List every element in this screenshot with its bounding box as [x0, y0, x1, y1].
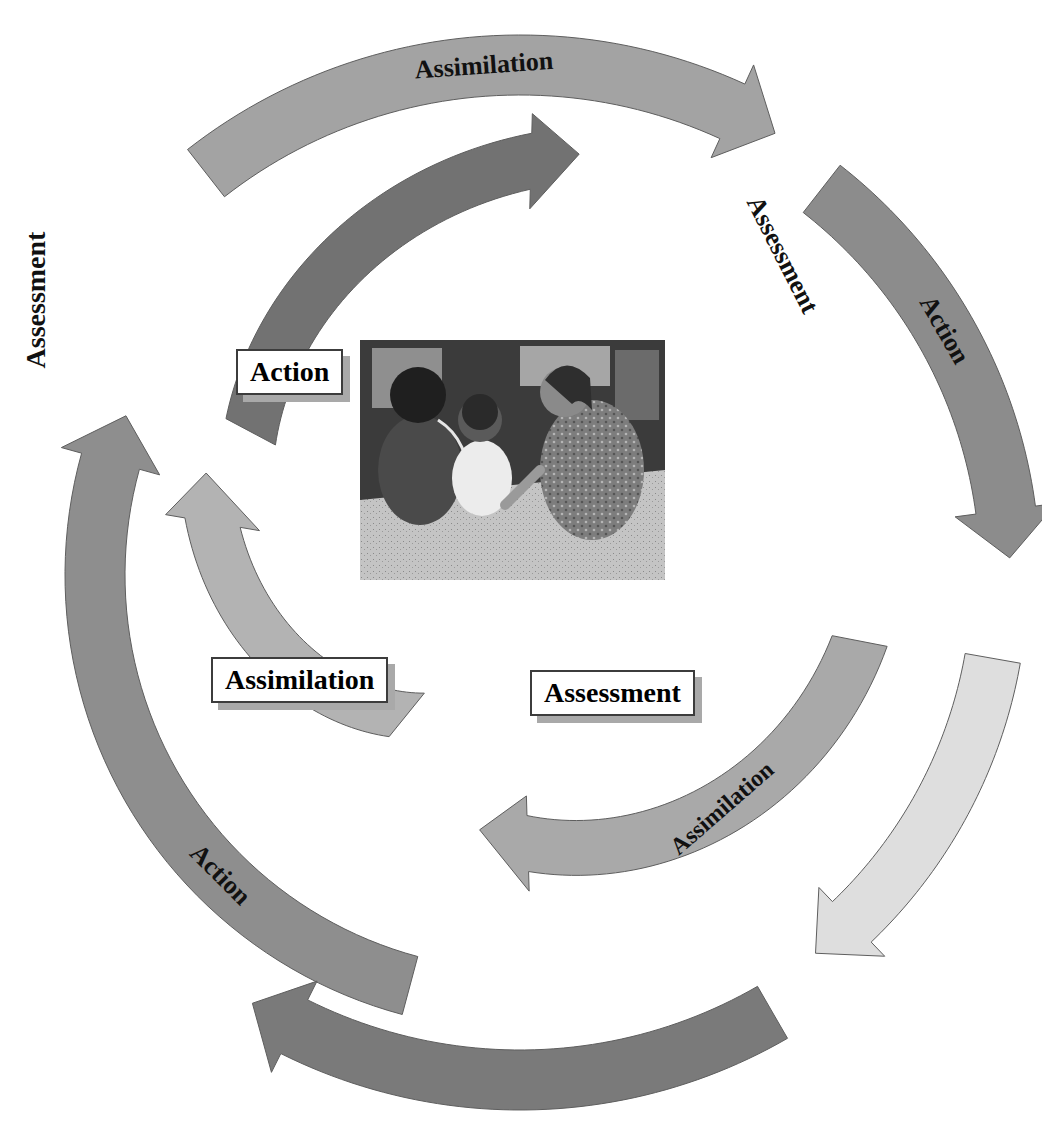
- label-box: Assessment: [530, 670, 695, 716]
- student-head: [390, 367, 446, 423]
- classroom-photo: [360, 340, 665, 580]
- wall-poster: [615, 350, 659, 420]
- box-text: Assessment: [544, 676, 681, 710]
- photo-frame: [360, 340, 665, 580]
- box-text: Assimilation: [225, 663, 374, 697]
- student-body: [378, 415, 462, 525]
- child-hair: [462, 394, 498, 430]
- label-box: Action: [236, 349, 343, 395]
- cycle-arrows: [61, 35, 1042, 1110]
- label-box: Assimilation: [211, 657, 388, 703]
- teacher-body: [540, 400, 644, 540]
- cycle-arrow: [803, 165, 1042, 558]
- teacher-arm: [505, 470, 540, 505]
- cycle-label: Assessment: [21, 232, 52, 369]
- cycle-arrow: [480, 636, 887, 891]
- box-text: Action: [250, 355, 329, 389]
- cycle-arrow: [252, 981, 787, 1110]
- teacher-hair: [545, 365, 592, 410]
